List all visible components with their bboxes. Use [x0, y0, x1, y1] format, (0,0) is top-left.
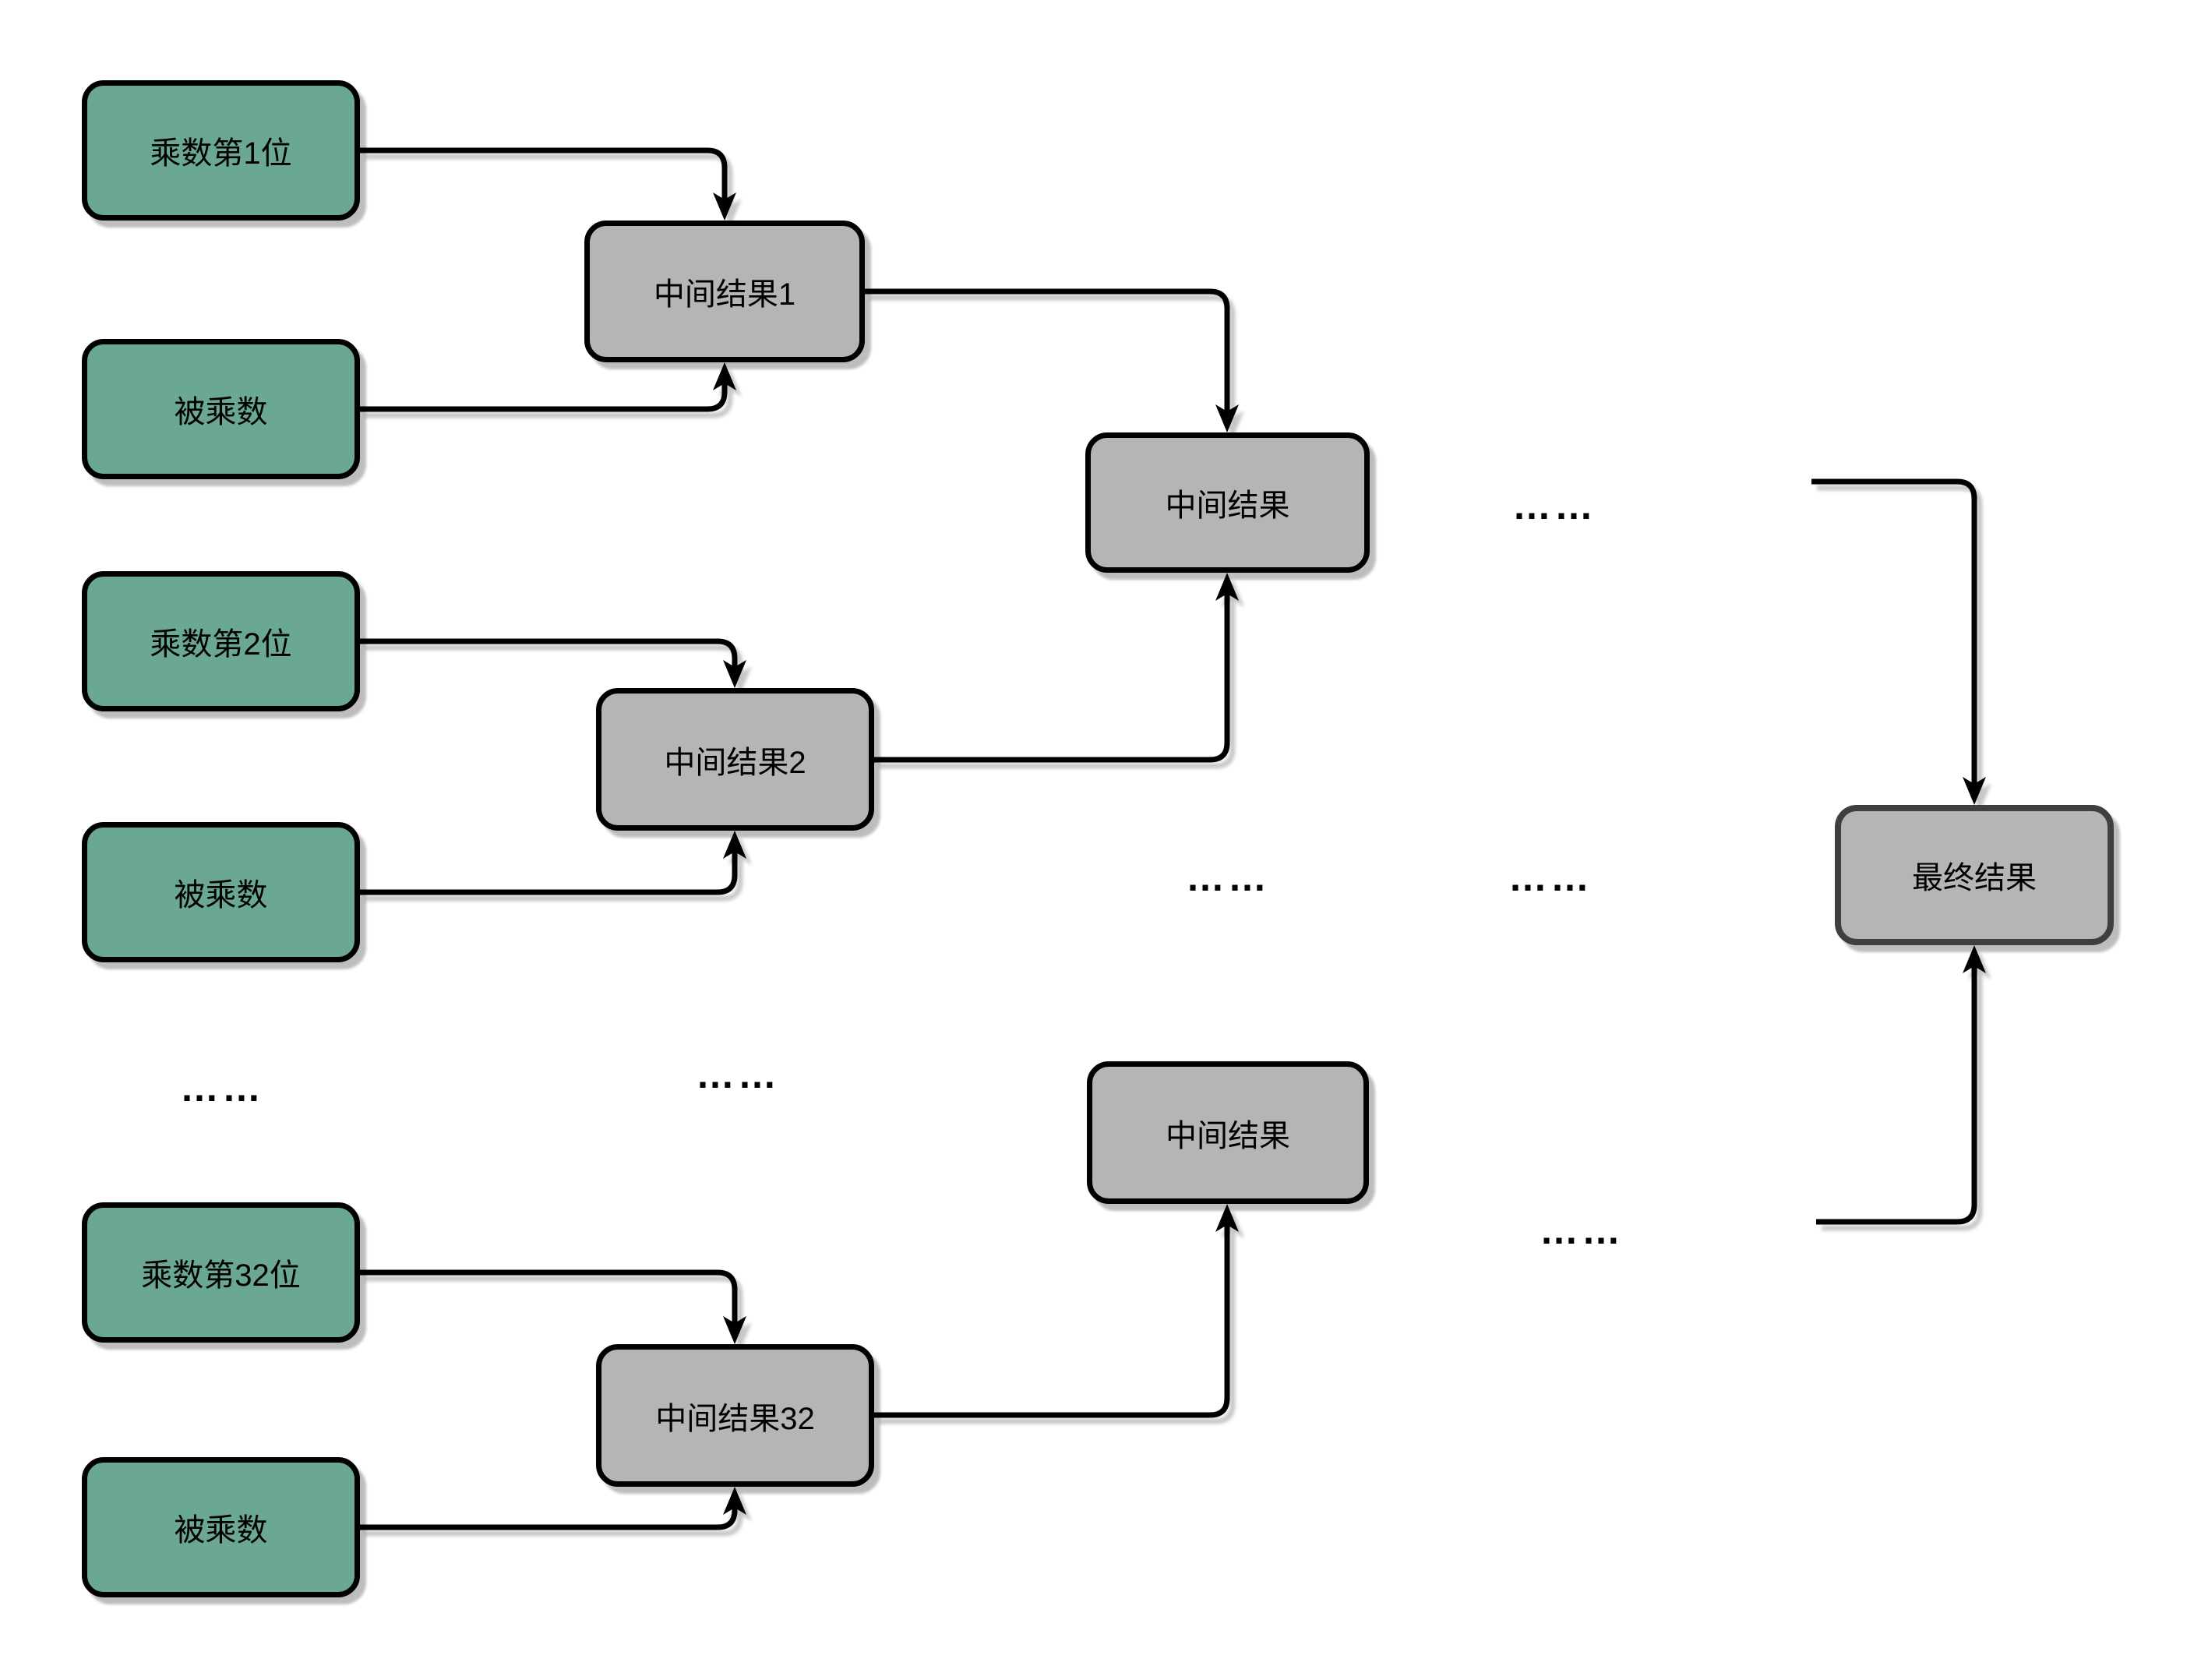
- arrow-result32-to-intermediate: [874, 1225, 1230, 1418]
- node-label: 中间结果: [1166, 1118, 1290, 1153]
- node-multiplier-bit-1: 乘数第1位: [82, 80, 360, 221]
- node-label: 被乘数: [174, 878, 268, 912]
- arrow-multiplicand32-to-result32: [360, 1508, 738, 1530]
- arrow-mulbit32-to-result32-head: [723, 1316, 746, 1344]
- arrow-upper-chain-to-final-head: [1963, 777, 1986, 805]
- node-label: 乘数第2位: [150, 627, 292, 662]
- arrow-mulbit1-to-result1: [360, 147, 728, 199]
- ellipsis-between-intermediates: ……: [1186, 856, 1270, 899]
- arrow-multiplicand2-to-result2-head: [723, 831, 746, 859]
- ellipsis-below-final-chain: ……: [1540, 1209, 1624, 1252]
- node-label: 最终结果: [1912, 861, 2037, 895]
- ellipsis-right-of-upper-intermediate: ……: [1512, 484, 1596, 528]
- arrow-mulbit1-to-result1-head: [713, 192, 736, 221]
- arrow-result1-to-intermediate-head: [1215, 404, 1239, 432]
- node-multiplicand-1: 被乘数: [82, 339, 360, 479]
- node-label: 乘数第32位: [141, 1258, 301, 1293]
- node-label: 中间结果2: [664, 745, 806, 780]
- node-label: 乘数第1位: [150, 136, 292, 171]
- arrow-multiplicand1-to-result1: [360, 383, 728, 412]
- node-label: 被乘数: [174, 395, 268, 429]
- ellipsis-middle-right: ……: [1508, 856, 1593, 899]
- arrow-result2-to-intermediate: [874, 594, 1230, 763]
- arrow-multiplicand2-to-result2: [360, 852, 738, 895]
- arrow-result2-to-intermediate-head: [1215, 573, 1239, 601]
- node-label: 中间结果1: [653, 277, 796, 312]
- node-intermediate-result-32: 中间结果32: [596, 1344, 874, 1487]
- arrow-result32-to-intermediate-head: [1215, 1204, 1239, 1232]
- arrow-multiplicand32-to-result32-head: [723, 1487, 746, 1515]
- node-intermediate-result-lower: 中间结果: [1087, 1061, 1369, 1204]
- node-label: 中间结果32: [655, 1401, 815, 1436]
- node-multiplier-bit-2: 乘数第2位: [82, 571, 360, 711]
- arrow-mulbit2-to-result2: [360, 638, 738, 667]
- arrow-mulbit2-to-result2-head: [723, 660, 746, 688]
- node-multiplicand-32: 被乘数: [82, 1457, 360, 1597]
- node-final-result: 最终结果: [1835, 805, 2114, 945]
- arrow-mulbit32-to-result32: [360, 1269, 738, 1323]
- node-label: 中间结果: [1165, 489, 1290, 523]
- node-multiplier-bit-32: 乘数第32位: [82, 1202, 360, 1343]
- node-label: 被乘数: [174, 1513, 268, 1548]
- node-intermediate-result-upper: 中间结果: [1085, 432, 1370, 573]
- arrow-multiplicand1-to-result1-head: [713, 362, 736, 390]
- arrow-upper-chain-to-final: [1811, 478, 1977, 784]
- arrow-lower-chain-to-final-head: [1963, 945, 1986, 973]
- arrow-result1-to-intermediate: [865, 288, 1230, 411]
- node-multiplicand-2: 被乘数: [82, 822, 360, 962]
- arrow-lower-chain-to-final: [1816, 966, 1977, 1225]
- ellipsis-below-result2: ……: [696, 1053, 780, 1096]
- ellipsis-above-mulbit32: ……: [180, 1066, 264, 1110]
- node-intermediate-result-1: 中间结果1: [584, 221, 865, 362]
- node-intermediate-result-2: 中间结果2: [596, 688, 874, 831]
